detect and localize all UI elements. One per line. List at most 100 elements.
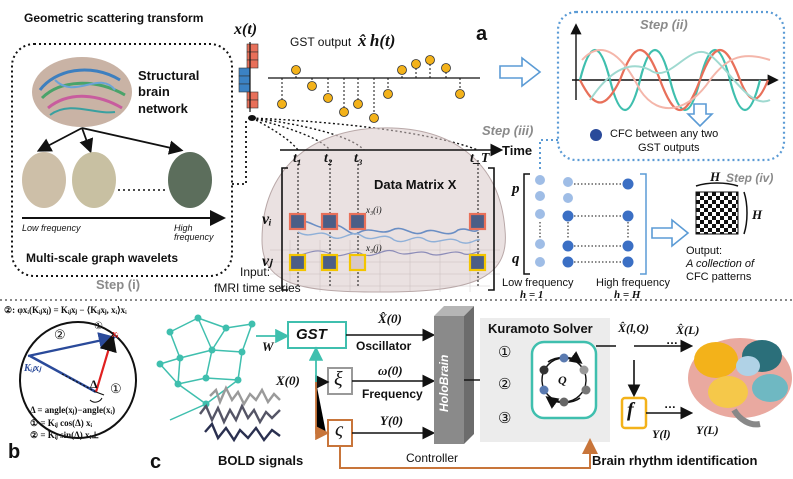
p-label: p bbox=[512, 181, 520, 197]
eq-sin: ② = Kᵢⱼ sin(Δ) xᵢ⊥ bbox=[30, 430, 99, 440]
eq-cos: ① = Kᵢⱼ cos(Δ) xᵢ bbox=[30, 418, 93, 428]
brain-low-1 bbox=[22, 152, 66, 208]
t3-label: t₃ bbox=[354, 151, 363, 166]
frequency-label: Frequency bbox=[362, 387, 423, 401]
time-links bbox=[251, 117, 479, 151]
vi-label: vᵢ bbox=[262, 211, 272, 228]
brain-low-2 bbox=[72, 152, 116, 208]
q-oscillator-ring bbox=[539, 351, 591, 409]
kuramoto-label: Kuramoto Solver bbox=[488, 321, 593, 336]
panel-c-label: c bbox=[150, 451, 162, 473]
input-label: Input: bbox=[240, 265, 271, 279]
bold-signals-label: BOLD signals bbox=[218, 453, 304, 468]
Q-label: Q bbox=[558, 373, 567, 387]
f-label: f bbox=[627, 399, 634, 421]
step2-box bbox=[556, 10, 786, 162]
bold-signal-1 bbox=[209, 385, 281, 407]
gst-output-math: x̂ h(t) bbox=[358, 31, 396, 50]
brain-network-label: Structural brain network bbox=[138, 68, 200, 116]
low-frequency-text: Low frequency bbox=[502, 277, 574, 289]
oscillator-label: Oscillator bbox=[356, 339, 412, 353]
kuramoto-step-1: ① bbox=[498, 345, 512, 361]
high-frequency-label: High frequency bbox=[174, 223, 214, 242]
step3-label: Step (iii) bbox=[482, 123, 534, 138]
high-frequency-text: High frequency bbox=[596, 277, 670, 289]
arrow-to-output bbox=[651, 218, 690, 248]
panel-a-label: a bbox=[476, 23, 488, 45]
step1-label: Step (i) bbox=[96, 277, 141, 292]
wavelet-box bbox=[11, 43, 233, 277]
data-matrix-label: Data Matrix X bbox=[374, 177, 457, 192]
H-right-label: H bbox=[752, 207, 763, 222]
gst-title: Geometric scattering transform bbox=[24, 11, 204, 25]
cfc-label-1: CFC between any two bbox=[610, 128, 719, 140]
xi-box-label: ξ bbox=[334, 368, 343, 390]
phase-circle bbox=[19, 321, 137, 439]
kx-vector-label: Kᵢⱼxⱼ bbox=[24, 363, 41, 374]
step2-plot bbox=[570, 23, 779, 112]
bold-signal-2 bbox=[199, 403, 281, 425]
circled-2: ② bbox=[54, 327, 66, 342]
controller-label: Controller bbox=[406, 451, 459, 465]
cfc-checkerboard bbox=[695, 191, 739, 235]
panel-b-label: b bbox=[8, 441, 21, 463]
gst-box-label: GST bbox=[296, 326, 327, 343]
dots-1: … bbox=[666, 333, 678, 347]
t2-label: t₂ bbox=[324, 151, 333, 166]
circled-1-top: ① bbox=[94, 321, 103, 332]
holobrain-label: HoloBrain bbox=[437, 354, 451, 412]
vj-label: vⱼ bbox=[262, 253, 272, 270]
xi-box bbox=[327, 367, 353, 395]
colorful-brain bbox=[688, 338, 792, 428]
H-top-label: H bbox=[710, 169, 721, 184]
f-box bbox=[620, 396, 648, 430]
Yl-label: Y(l) bbox=[652, 427, 671, 441]
rhythm-label: Brain rhythm identification bbox=[592, 453, 758, 468]
YL-label: Y(L) bbox=[696, 423, 719, 437]
time-label: Time bbox=[502, 143, 533, 158]
fmri-label: fMRI time series bbox=[214, 281, 301, 295]
Y0-label: Y(0) bbox=[380, 413, 404, 428]
omega0-label: ω(0) bbox=[378, 363, 403, 378]
holobrain-block bbox=[434, 316, 464, 444]
signal-vi-b bbox=[297, 231, 481, 244]
tT-label: t_T bbox=[470, 151, 490, 166]
q-label: q bbox=[512, 251, 520, 267]
delta-label: Δ bbox=[90, 377, 98, 391]
kuramoto-step-2: ② bbox=[498, 377, 512, 393]
step4-label: Step (iv) bbox=[726, 171, 774, 185]
xhatlq-label: X̂(l,Q) bbox=[618, 321, 649, 335]
xt-bars bbox=[238, 42, 259, 112]
wavelets-label: Multi-scale graph wavelets bbox=[26, 251, 179, 265]
output-label-3: CFC patterns bbox=[686, 271, 752, 283]
W-label: W bbox=[262, 339, 274, 354]
circled-1: ① bbox=[110, 381, 122, 396]
arrow-to-step2 bbox=[499, 56, 542, 88]
gst-stem-plot bbox=[268, 55, 480, 123]
X0-label: X(0) bbox=[276, 373, 300, 388]
h1-label: h = 1 bbox=[520, 289, 544, 301]
low-frequency-label: Low frequency bbox=[22, 223, 81, 233]
xt-label: x(t) bbox=[234, 21, 258, 38]
output-label-1: Output: bbox=[686, 245, 723, 257]
gst-output-label: GST output bbox=[290, 35, 352, 49]
x3j-label: x₃(j) bbox=[366, 243, 382, 253]
hH-label: h = H bbox=[614, 289, 641, 301]
step2-label: Step (ii) bbox=[640, 17, 688, 32]
xi-vector-label: xᵢ bbox=[112, 329, 119, 340]
eq-delta: Δ = angle(xⱼ)−angle(xᵢ) bbox=[30, 405, 116, 415]
output-label-2: A collection of bbox=[686, 258, 755, 270]
cfc-nodes bbox=[535, 175, 634, 268]
vj-squares bbox=[288, 253, 487, 272]
kuramoto-step-3: ③ bbox=[498, 411, 512, 427]
structural-brain-image bbox=[32, 57, 132, 127]
brain-high bbox=[168, 152, 212, 208]
phi-formula: ②: φxᵢ(Kᵢⱼxⱼ) = Kᵢⱼxⱼ − ⟨Kᵢⱼxⱼ, xᵢ⟩xᵢ bbox=[4, 305, 127, 315]
cfc-label-2: GST outputs bbox=[638, 142, 700, 154]
xhat0-label: X̂(0) bbox=[378, 311, 402, 326]
t1-label: t₁ bbox=[293, 151, 302, 166]
vi-squares bbox=[288, 212, 487, 231]
sigma-box-label: ς bbox=[335, 419, 344, 441]
